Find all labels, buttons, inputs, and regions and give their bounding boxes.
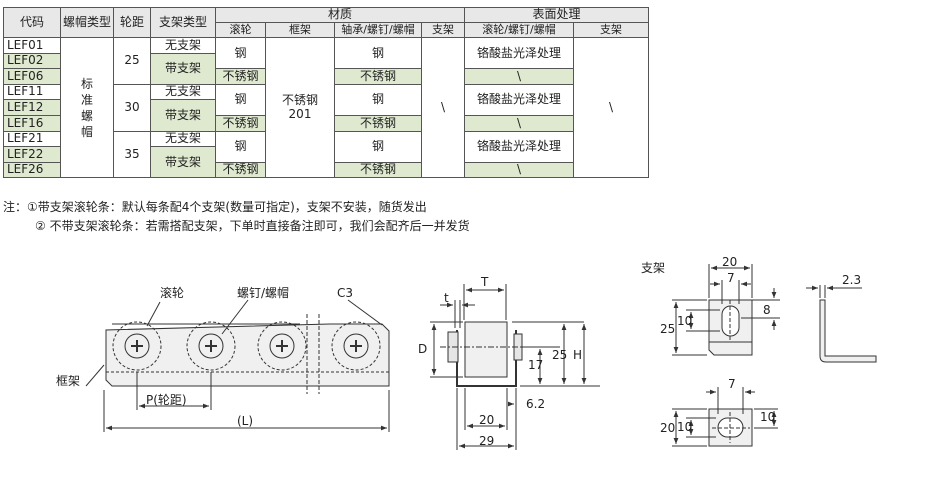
bearing-material-cell: 钢 xyxy=(334,83,422,116)
roller-material-cell: 不锈钢 xyxy=(215,161,266,179)
bracket-dim-7: 7 xyxy=(727,271,735,285)
dim-25-label: 25 xyxy=(552,348,568,362)
spec-table: 代码 螺帽类型 轮距 支架类型 材质 表面处理 滚轮 框架 轴承/螺钉/螺帽 支… xyxy=(3,7,649,179)
dim-H-label: H xyxy=(573,348,583,362)
bracket-type-cell: 带支架 xyxy=(150,99,216,132)
frame-label: 框架 xyxy=(56,374,81,388)
bracket-dim-20: 20 xyxy=(722,255,738,269)
screw-head xyxy=(124,333,369,359)
table-row-code: LEF22 xyxy=(3,146,61,163)
dim-D-label: D xyxy=(418,342,428,356)
roller-material-cell: 钢 xyxy=(215,83,266,116)
dim-17-label: 17 xyxy=(528,358,544,372)
length-dimension-label: (L) xyxy=(237,414,254,428)
table-row-code: LEF02 xyxy=(3,52,61,70)
dim-T-label: T xyxy=(481,275,489,289)
table-row-code: LEF26 xyxy=(3,161,61,179)
table-row-code: LEF16 xyxy=(3,114,61,132)
roller xyxy=(112,321,381,371)
bearing-material-cell: 钢 xyxy=(334,130,422,163)
roller-strip-side-view xyxy=(430,284,600,450)
surface-cell: \ xyxy=(464,161,574,179)
surface-cell: \ xyxy=(464,114,574,132)
subheader-frame: 框架 xyxy=(265,22,335,38)
bearing-material-cell: 不锈钢 xyxy=(334,68,422,85)
roller-label: 滚轮 xyxy=(160,286,185,300)
bracket-dim-25: 25 xyxy=(660,322,676,336)
bracket-type-cell: 无支架 xyxy=(150,130,216,148)
bracket-base-dim-10-right: 10 xyxy=(760,410,776,424)
bracket-side-profile xyxy=(806,285,877,363)
table-row-code: LEF06 xyxy=(3,68,61,85)
screw-nut-label: 螺钉/螺帽 xyxy=(237,286,290,300)
roller-material-cell: 不锈钢 xyxy=(215,68,266,85)
bearing-material-cell: 钢 xyxy=(334,36,422,70)
bracket-title: 支架 xyxy=(641,261,666,275)
dim-6-2-label: 6.2 xyxy=(526,397,546,411)
bracket-base-dim-10-left: 10 xyxy=(677,420,693,434)
pitch-dimension-label: P(轮距) xyxy=(146,393,187,407)
bracket-dim-8: 8 xyxy=(763,303,771,317)
bracket-type-cell: 带支架 xyxy=(150,52,216,85)
surface-bracket-cell: \ xyxy=(573,36,649,179)
roller-material-cell: 不锈钢 xyxy=(215,114,266,132)
bracket-dim-2-3: 2.3 xyxy=(842,273,862,287)
bracket-type-cell: 带支架 xyxy=(150,146,216,179)
surface-cell: 铬酸盐光泽处理 xyxy=(464,83,574,116)
header-material: 材质 xyxy=(215,7,465,23)
roller-material-cell: 钢 xyxy=(215,130,266,163)
surface-cell: 铬酸盐光泽处理 xyxy=(464,130,574,163)
note-line-2: ② 不带支架滚轮条：若需搭配支架，下单时直接备注即可，我们会配齐后一并发货 xyxy=(35,219,470,233)
bearing-material-cell: 不锈钢 xyxy=(334,161,422,179)
subheader-roller: 滚轮 xyxy=(215,22,266,38)
bracket-base-dim-20: 20 xyxy=(660,421,676,435)
roller-strip-front-view xyxy=(85,299,390,432)
note-line-1: 注：①带支架滚轮条：默认每条配4个支架(数量可指定)，支架不安装，随货发出 xyxy=(3,200,427,214)
bracket-base-view xyxy=(672,387,778,447)
bracket-front-view xyxy=(672,264,780,356)
c3-label: C3 xyxy=(337,286,354,300)
dim-t-label: t xyxy=(444,291,449,305)
bracket-type-cell: 无支架 xyxy=(150,37,216,54)
surface-cell: \ xyxy=(464,68,574,85)
subheader-surface-roller: 滚轮/螺钉/螺帽 xyxy=(464,22,574,38)
header-pitch: 轮距 xyxy=(113,7,151,38)
dim-20-label: 20 xyxy=(479,413,495,427)
table-row-code: LEF11 xyxy=(3,83,61,101)
bracket-base-dim-7: 7 xyxy=(728,377,736,391)
bracket-dim-10: 10 xyxy=(677,314,693,328)
header-code: 代码 xyxy=(3,7,61,38)
dim-29-label: 29 xyxy=(479,434,495,448)
